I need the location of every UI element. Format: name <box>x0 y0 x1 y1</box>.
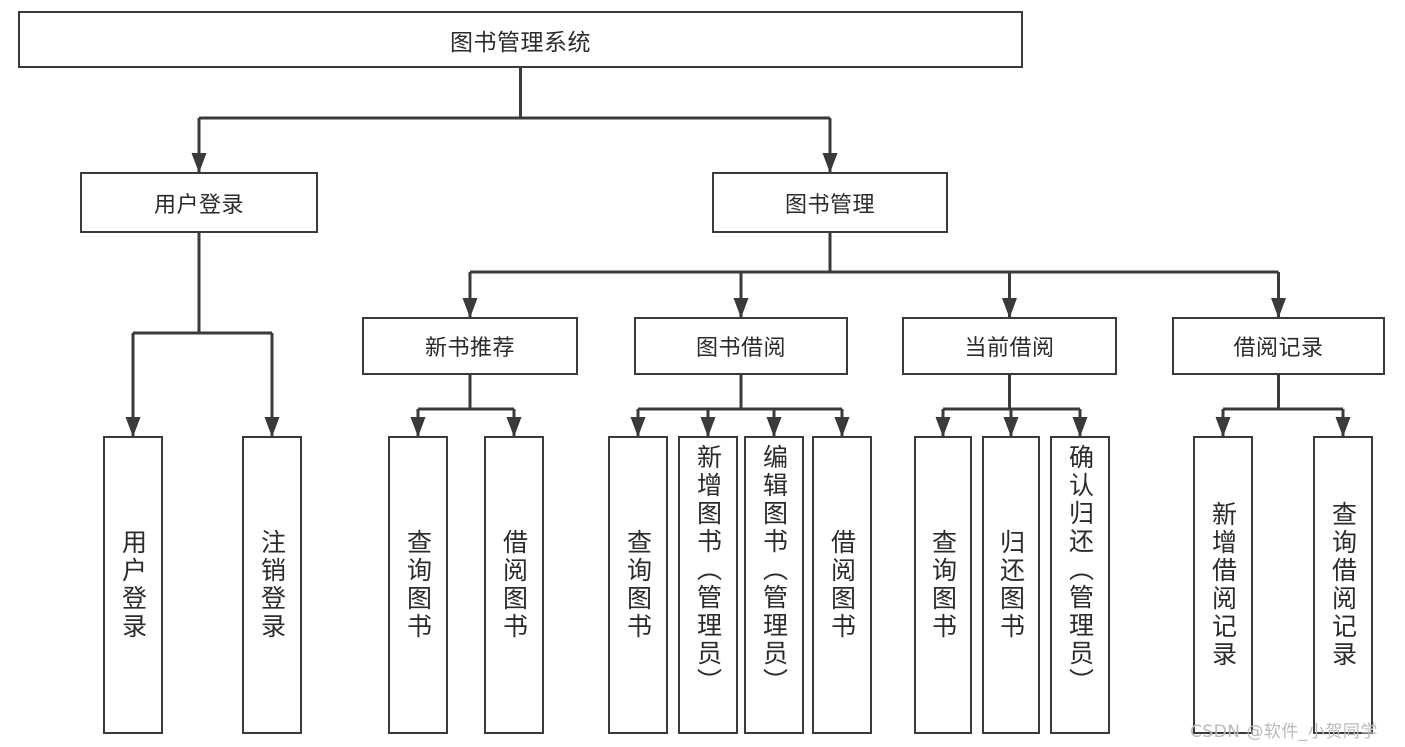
node-label: 编辑图书（管理员） <box>759 444 789 696</box>
node-label: 当前借阅 <box>964 336 1055 361</box>
node-label: 借阅图书 <box>499 529 529 641</box>
arrowhead-icon <box>766 417 782 437</box>
node-leaf-add-book[interactable]: 新增图书（管理员） <box>678 436 738 734</box>
node-leaf-add-record[interactable]: 新增借阅记录 <box>1193 436 1253 734</box>
node-label: 确认归还（管理员） <box>1065 444 1095 696</box>
node-leaf-query-record[interactable]: 查询借阅记录 <box>1313 436 1373 734</box>
node-leaf-borrow-book-2[interactable]: 借阅图书 <box>812 436 872 734</box>
node-label: 新增借阅记录 <box>1208 501 1238 669</box>
node-label: 新书推荐 <box>424 336 515 361</box>
node-label: 查询图书 <box>403 529 433 641</box>
node-label: 借阅图书 <box>827 529 857 641</box>
node-label: 图书借阅 <box>695 336 786 361</box>
node-label: 归还图书 <box>996 529 1026 641</box>
arrowhead-icon <box>733 298 749 318</box>
arrowhead-icon <box>1003 417 1019 437</box>
node-book-manage[interactable]: 图书管理 <box>712 172 948 233</box>
node-label: 用户登录 <box>153 192 244 218</box>
node-label: 图书管理 <box>784 192 875 218</box>
arrowhead-icon <box>700 417 716 437</box>
arrowhead-icon <box>462 298 478 318</box>
arrowhead-icon <box>125 417 141 437</box>
arrowhead-icon <box>822 153 838 173</box>
arrowhead-icon <box>935 417 951 437</box>
node-leaf-return-book[interactable]: 归还图书 <box>982 436 1040 734</box>
watermark-label: CSDN @软件_小贺同学 <box>1190 722 1378 742</box>
node-label: 查询图书 <box>928 529 958 641</box>
arrowhead-icon <box>191 153 207 173</box>
arrowhead-icon <box>264 417 280 437</box>
node-label: 图书管理系统 <box>450 29 591 56</box>
node-borrow-record[interactable]: 借阅记录 <box>1172 317 1385 375</box>
node-leaf-borrow-book-1[interactable]: 借阅图书 <box>484 436 544 734</box>
node-label: 借阅记录 <box>1233 336 1324 361</box>
node-leaf-user-logout[interactable]: 注销登录 <box>242 436 302 734</box>
arrowhead-icon <box>1002 298 1017 318</box>
node-root[interactable]: 图书管理系统 <box>18 11 1023 68</box>
node-leaf-confirm-ret[interactable]: 确认归还（管理员） <box>1050 436 1110 734</box>
node-leaf-query-book-1[interactable]: 查询图书 <box>388 436 448 734</box>
node-label: 查询图书 <box>623 529 653 641</box>
node-label: 用户登录 <box>118 529 148 641</box>
node-leaf-query-book-3[interactable]: 查询图书 <box>914 436 972 734</box>
node-book-borrow[interactable]: 图书借阅 <box>634 317 848 375</box>
arrowhead-icon <box>630 417 646 437</box>
node-label: 新增图书（管理员） <box>693 444 723 696</box>
node-new-book-rec[interactable]: 新书推荐 <box>362 317 578 375</box>
arrowhead-icon <box>506 417 522 437</box>
node-leaf-edit-book[interactable]: 编辑图书（管理员） <box>744 436 804 734</box>
arrowhead-icon <box>1335 417 1351 437</box>
arrowhead-icon <box>1072 417 1088 437</box>
node-user-login[interactable]: 用户登录 <box>80 172 318 233</box>
node-leaf-query-book-2[interactable]: 查询图书 <box>608 436 668 734</box>
node-leaf-user-login[interactable]: 用户登录 <box>103 436 163 734</box>
node-label: 注销登录 <box>257 529 287 641</box>
arrowhead-icon <box>1271 298 1286 318</box>
arrowhead-icon <box>834 417 850 437</box>
node-label: 查询借阅记录 <box>1328 501 1358 669</box>
node-current-borrow[interactable]: 当前借阅 <box>902 317 1117 375</box>
arrowhead-icon <box>1215 417 1231 437</box>
arrowhead-icon <box>410 417 426 437</box>
